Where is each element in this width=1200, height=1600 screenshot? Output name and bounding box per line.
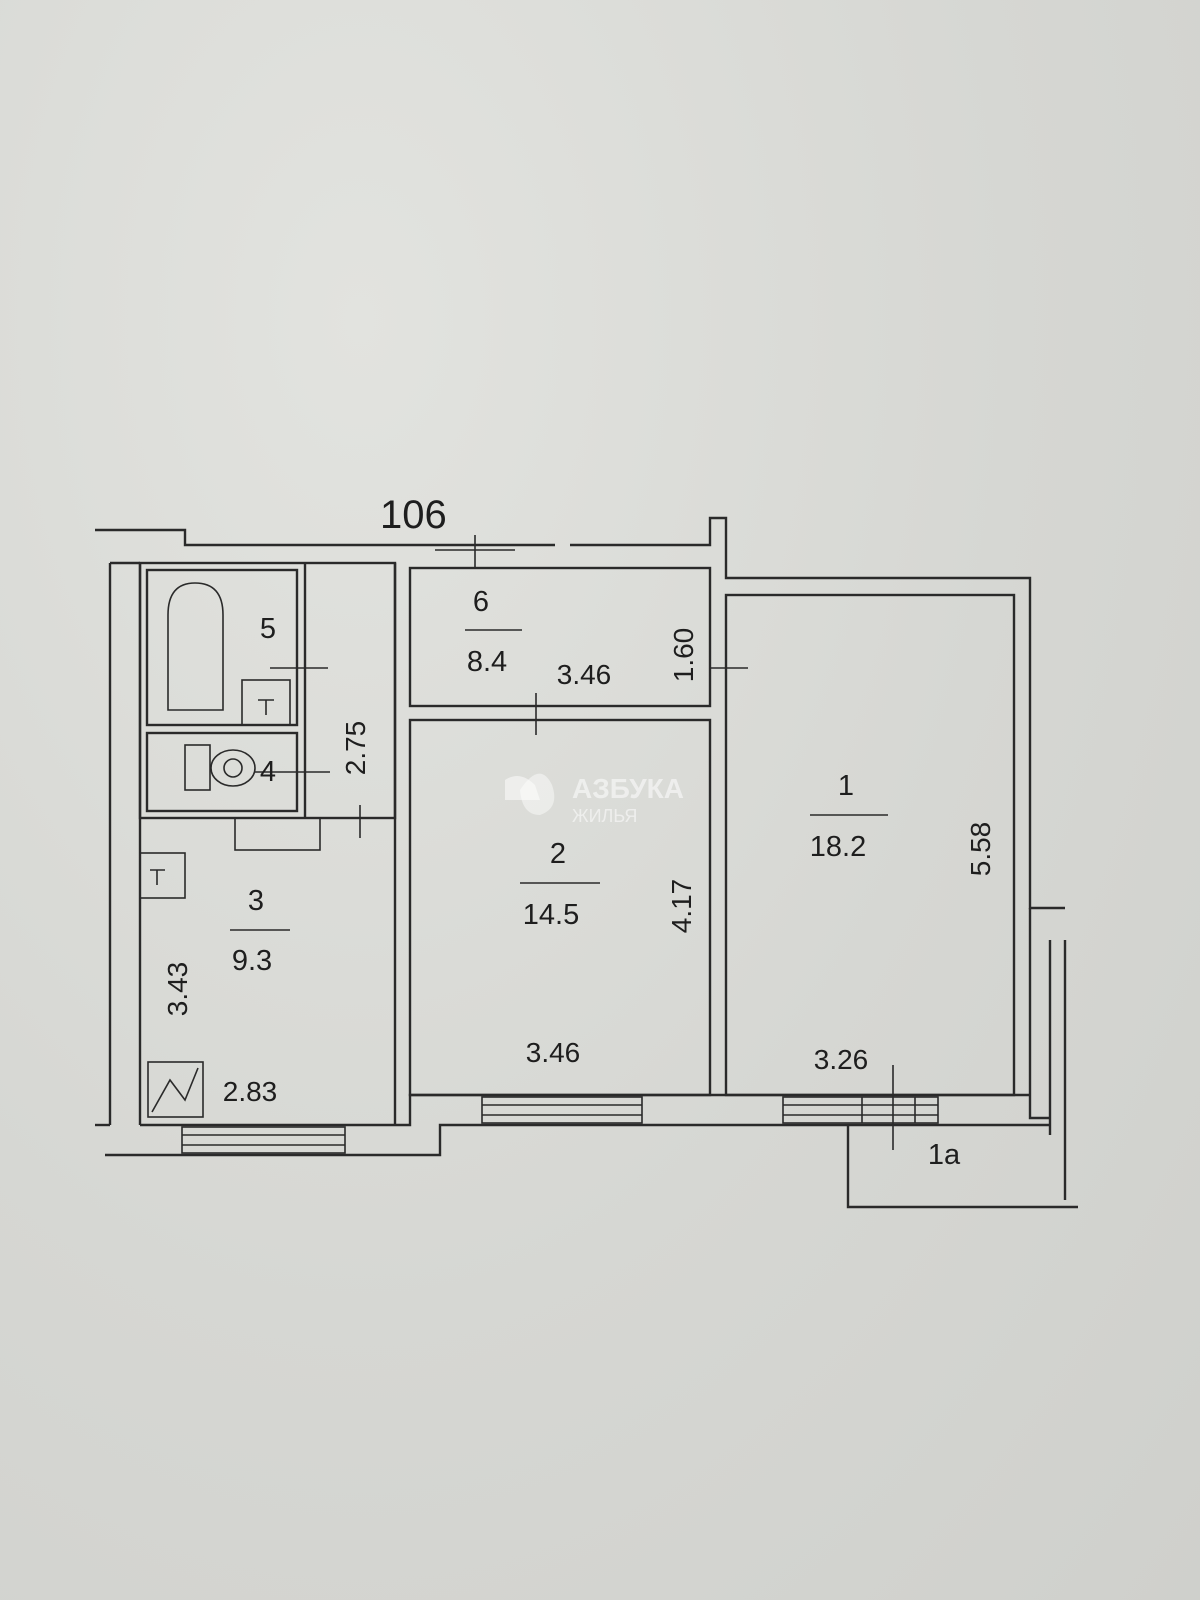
room-4-number: 4 xyxy=(260,756,276,788)
dim-kitchen-depth: 3.43 xyxy=(162,962,193,1017)
watermark-line2: ЖИЛЬЯ xyxy=(572,806,637,826)
dim-room6-width: 3.46 xyxy=(557,659,612,690)
room-1-area: 18.2 xyxy=(810,831,866,863)
watermark-line1: АЗБУКА xyxy=(572,773,684,804)
dim-kitchen-width: 2.83 xyxy=(223,1076,278,1107)
room-1a-number: 1a xyxy=(928,1139,961,1171)
room-1-number: 1 xyxy=(838,770,854,802)
windows xyxy=(181,1096,939,1154)
watermark-logo-icon xyxy=(505,776,540,800)
room-5-number: 5 xyxy=(260,613,276,645)
room-6-number: 6 xyxy=(473,586,489,618)
stove-icon xyxy=(147,1061,204,1118)
walls xyxy=(95,516,1078,1209)
dim-room1-width: 3.26 xyxy=(814,1044,869,1075)
toilet-icon xyxy=(184,744,211,791)
dim-room2-depth: 4.17 xyxy=(666,879,697,934)
room-6-area: 8.4 xyxy=(467,646,507,678)
sink-icon xyxy=(241,679,291,726)
dim-room1-depth: 5.58 xyxy=(965,822,996,877)
kitchen-sink-icon xyxy=(139,852,186,899)
dim-room2-width: 3.46 xyxy=(526,1037,581,1068)
room-2-area: 14.5 xyxy=(523,899,579,931)
room-2-number: 2 xyxy=(550,838,566,870)
dim-room6-depth: 1.60 xyxy=(668,628,699,683)
bathtub-icon xyxy=(167,582,224,711)
door-marks xyxy=(255,535,894,1150)
watermark: АЗБУКА ЖИЛЬЯ xyxy=(505,773,684,826)
vent-block xyxy=(234,817,321,851)
apartment-number: 106 xyxy=(380,493,447,537)
room-3-area: 9.3 xyxy=(232,945,272,977)
room-3-number: 3 xyxy=(248,885,264,917)
dim-corridor-length: 2.75 xyxy=(340,721,371,776)
